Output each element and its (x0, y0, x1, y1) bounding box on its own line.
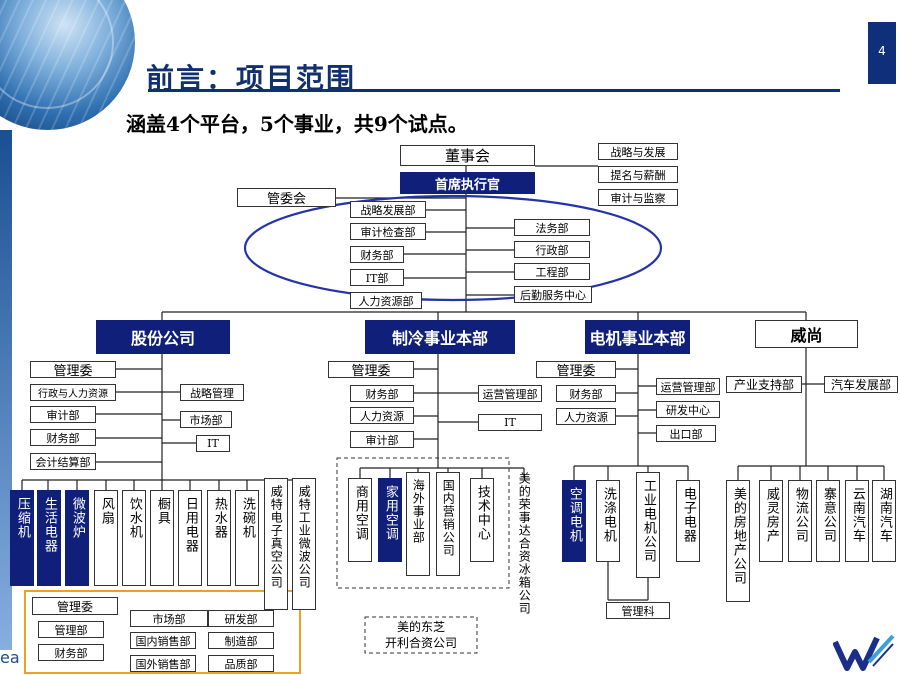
zhileng-jv-aircon-line2: 开利合资公司 (384, 636, 457, 650)
hq-dept-right: 法务部 (514, 219, 590, 236)
gufen-unit: 生活电器 (37, 490, 61, 586)
dianji-unit: 空调电机 (562, 480, 586, 562)
dianji-dept-right: 研发中心 (656, 401, 720, 418)
shared-dept: 国外销售部 (130, 655, 196, 672)
zhileng-dept-right: 运营管理部 (478, 385, 542, 402)
ceo-box: 首席执行官 (400, 172, 535, 194)
committee-box: 管委会 (237, 188, 336, 207)
gufen-unit: 威特电子真空公司 (264, 478, 288, 610)
hq-dept-right: 后勤服务中心 (514, 286, 592, 303)
zhileng-dept-right: IT (478, 414, 542, 431)
zhileng-jv-aircon-line1: 美的东芝 (396, 620, 445, 634)
gufen-unit: 洗碗机 (235, 490, 259, 586)
dianji-dept-left: 人力资源 (556, 408, 616, 425)
zhileng-dept-left: 审计部 (350, 431, 414, 448)
zhileng-dept-left: 人力资源 (350, 407, 414, 424)
division-gufen: 股份公司 (96, 320, 230, 354)
gufen-dept-left: 财务部 (30, 429, 96, 446)
weishang-unit: 湖南汽车 (872, 480, 896, 562)
hq-dept-left: 战略发展部 (350, 201, 426, 218)
hq-dept-left: IT部 (350, 269, 404, 286)
weishang-unit: 威灵房产 (759, 480, 783, 562)
dianji-dept-right: 运营管理部 (656, 378, 720, 395)
hq-dept-left: 人力资源部 (350, 292, 422, 309)
gufen-unit: 压缩机 (10, 490, 34, 586)
shared-dept: 管理部 (38, 621, 104, 638)
shared-mgmt: 管理委 (32, 597, 118, 615)
weishang-dept: 汽车发展部 (824, 376, 898, 393)
gufen-unit: 橱具 (150, 490, 174, 586)
weishang-unit: 寨意公司 (816, 480, 840, 562)
division-dianji: 电机事业本部 (585, 320, 690, 354)
weishang-unit: 物流公司 (788, 480, 812, 562)
weishang-dept: 产业支持部 (726, 376, 802, 393)
shared-dept: 市场部 (130, 610, 208, 627)
gufen-mgmt: 管理委 (30, 361, 116, 378)
zhileng-unit: 技术中心 (470, 478, 494, 562)
gufen-unit: 微波炉 (65, 490, 89, 586)
zhileng-dept-left: 财务部 (350, 385, 414, 402)
hq-dept-right: 行政部 (514, 241, 590, 258)
gufen-dept-right: 市场部 (180, 411, 232, 428)
left-accent-bar (0, 130, 12, 650)
gufen-dept-left: 会计结算部 (30, 453, 96, 470)
dianji-dept-right: 出口部 (656, 425, 716, 442)
gufen-unit: 饮水机 (122, 490, 146, 586)
zhileng-unit: 国内营销公司 (436, 472, 460, 576)
zhileng-unit: 商用空调 (348, 478, 372, 562)
dianji-footer: 管理科 (606, 602, 670, 619)
zhileng-unit: 海外事业部 (406, 472, 430, 576)
gufen-dept-right: 战略管理 (180, 384, 244, 401)
gufen-unit: 日用电器 (178, 490, 202, 586)
zhileng-jv-fridge: 美的荣事达合资冰箱公司 (517, 472, 532, 615)
hq-dept-left: 审计检查部 (350, 223, 426, 240)
title-divider (148, 89, 840, 92)
dianji-unit: 电子电器 (676, 480, 700, 562)
dianji-unit: 工业电机公司 (636, 472, 660, 578)
shared-dept: 品质部 (208, 655, 274, 672)
page-number-badge (868, 22, 896, 84)
dianji-unit: 洗涤电机 (596, 480, 620, 562)
shared-dept: 制造部 (208, 632, 274, 649)
weishang-unit: 云南汽车 (845, 480, 869, 562)
gufen-unit: 风扇 (94, 490, 118, 586)
company-logo-icon (833, 634, 895, 671)
dianji-mgmt: 管理委 (536, 361, 616, 378)
globe-graphic (0, 0, 135, 130)
board-committee-item: 战略与发展 (598, 143, 678, 160)
hq-dept-left: 财务部 (350, 246, 404, 263)
board-committee-item: 提名与薪酬 (598, 166, 678, 183)
gufen-dept-right: IT (196, 435, 230, 452)
shared-dept: 国内销售部 (130, 632, 196, 649)
hq-highlight-ellipse (243, 194, 663, 302)
zhileng-unit: 家用空调 (378, 478, 402, 562)
page-subtitle: 涵盖4个平台，5个事业，共9个试点。 (126, 112, 468, 136)
division-zhileng: 制冷事业本部 (365, 320, 515, 354)
weishang-unit: 美的房地产公司 (726, 480, 750, 602)
hq-dept-right: 工程部 (514, 263, 590, 280)
page-number: 4 (878, 44, 886, 58)
zhileng-jv-aircon: 美的东芝 开利合资公司 (365, 619, 477, 651)
shared-dept: 研发部 (208, 610, 274, 627)
dianji-dept-left: 财务部 (556, 385, 616, 402)
division-weishang: 威尚 (755, 320, 858, 348)
gufen-dept-left: 行政与人力资源 (30, 384, 116, 401)
board-committee-item: 审计与监察 (598, 189, 678, 206)
gufen-unit: 热水器 (207, 490, 231, 586)
gufen-unit: 威特工业微波公司 (292, 478, 316, 610)
board-box: 董事会 (400, 145, 535, 166)
corner-text: ea (0, 648, 20, 667)
shared-dept: 财务部 (38, 644, 104, 661)
gufen-dept-left: 审计部 (30, 406, 96, 423)
zhileng-mgmt: 管理委 (328, 361, 414, 378)
